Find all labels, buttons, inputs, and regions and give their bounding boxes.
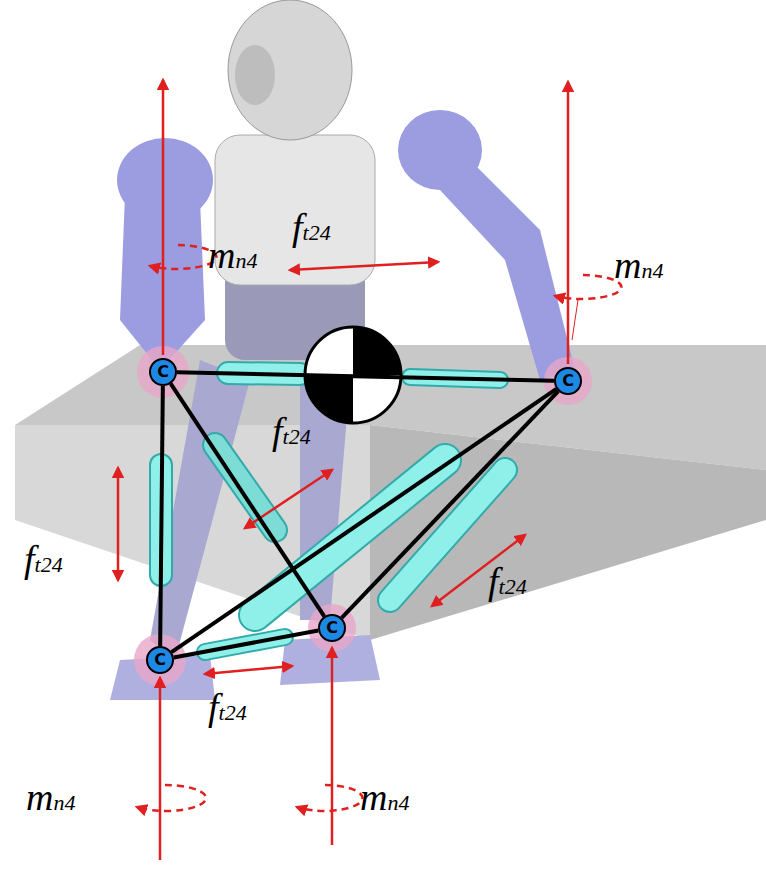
math-label: mn4 [360,778,409,816]
math-label: mn4 [208,236,257,274]
contact-point: C [554,367,582,395]
contact-letter: C [562,373,574,389]
support-edge [160,386,163,646]
math-label: ft24 [292,208,331,246]
contact-letter: C [154,652,166,668]
support-edge [177,372,554,380]
math-label: ft24 [488,562,527,600]
contact-point: C [318,614,346,642]
robot-leg [150,360,250,660]
math-label: ft24 [208,688,247,726]
robot-head [228,0,352,140]
support-edge [174,631,318,658]
support-edge [342,391,559,618]
math-label: mn4 [614,246,663,284]
contact-point: C [149,358,177,386]
robot-arm [440,160,575,380]
force-arrows [118,80,578,860]
math-label: ft24 [272,412,311,450]
support-edge [172,389,557,652]
moment-arrows [137,245,621,811]
contact-letter: C [326,620,338,636]
contact-point: C [146,646,174,674]
math-label: mn4 [26,778,75,816]
spring-cylinders [161,373,505,652]
contact-letter: C [157,364,169,380]
robot-face [235,45,275,105]
math-label: ft24 [24,540,63,578]
support-edge [171,384,325,617]
